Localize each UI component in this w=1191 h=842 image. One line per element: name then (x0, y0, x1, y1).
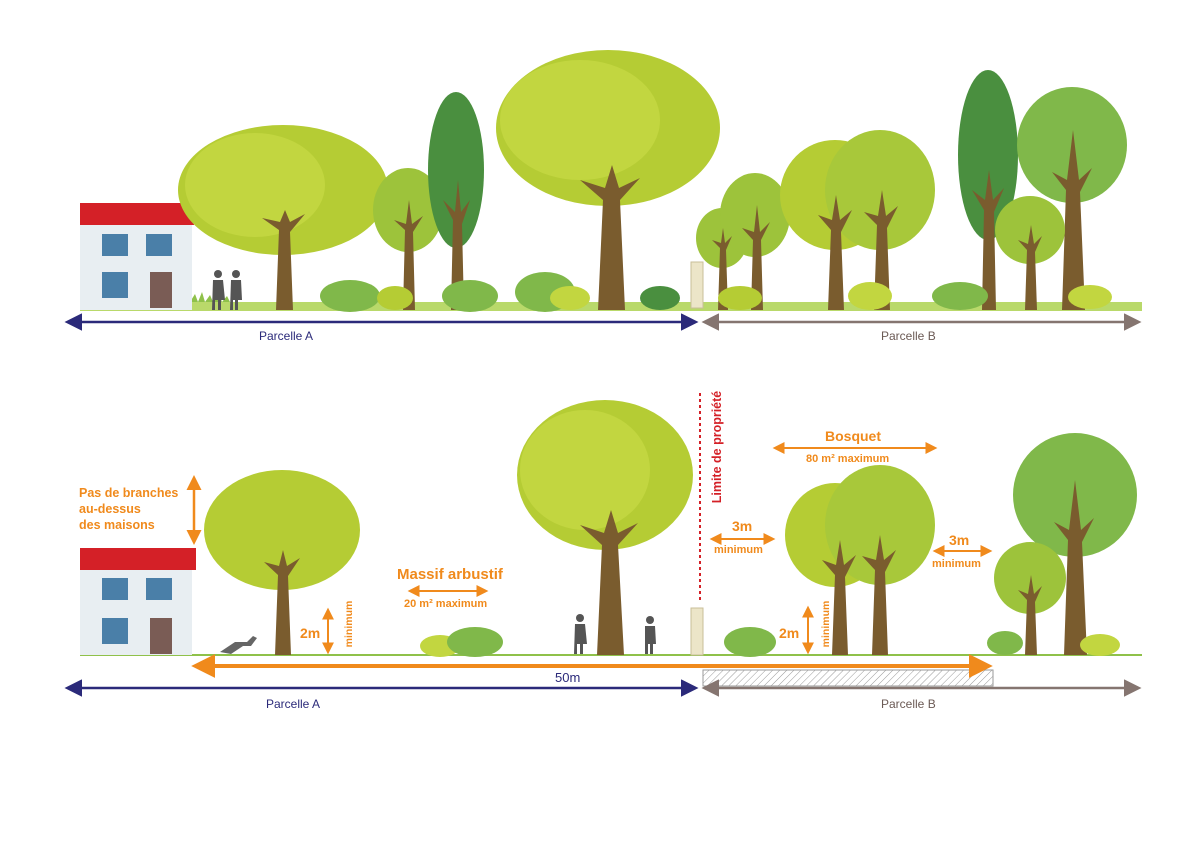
people-bottom (574, 614, 656, 654)
shrubs-bottom (420, 627, 1120, 657)
shrubs-top (320, 272, 1112, 312)
top-scene (64, 50, 1142, 331)
property-limit-label: Limite de propriété (710, 390, 724, 504)
wall-post-top (690, 261, 704, 309)
tree-bottom-2 (517, 400, 693, 655)
tree-bottom-bosquet (785, 465, 935, 655)
tree-top-3 (428, 92, 484, 310)
distance-3m-right: 3m (949, 532, 970, 548)
distance-3m-left: 3m (732, 518, 753, 534)
branches-note-line-1: Pas de branches (79, 486, 179, 500)
massif-title: Massif arbustif (397, 566, 503, 583)
parcel-b-label-top: Parcelle B (881, 329, 936, 343)
people-top (212, 270, 242, 310)
tree-top-5 (696, 173, 790, 310)
tree-top-8 (995, 87, 1127, 310)
height-2m-right-sub: minimum (820, 600, 832, 648)
tree-bottom-1 (204, 470, 360, 655)
person-lounging (220, 636, 257, 654)
massif-sub: 20 m² maximum (404, 598, 488, 610)
house-bottom (80, 548, 196, 655)
height-2m-right: 2m (779, 625, 800, 641)
tree-top-7 (958, 70, 1018, 310)
branches-note: Pas de branches au-dessus des maisons (79, 485, 178, 533)
hatched-strip (702, 669, 994, 687)
distance-3m-right-sub: minimum (932, 558, 981, 570)
parcel-a-label-bottom: Parcelle A (266, 697, 321, 711)
bosquet-title: Bosquet (825, 428, 881, 444)
tree-top-6 (780, 130, 935, 310)
branches-note-line-3: des maisons (79, 518, 155, 532)
house-top (80, 203, 194, 310)
bottom-scene (64, 393, 1142, 697)
height-2m-left-sub: minimum (343, 600, 355, 648)
tree-top-2 (373, 168, 443, 310)
height-2m-left: 2m (300, 625, 321, 641)
distance-3m-left-sub: minimum (714, 544, 763, 556)
tree-bottom-right (994, 433, 1137, 655)
parcel-b-label-bottom: Parcelle B (881, 697, 936, 711)
bosquet-sub: 80 m² maximum (806, 453, 890, 465)
tree-top-1 (178, 125, 388, 310)
branches-note-line-2: au-dessus (79, 502, 141, 516)
parcel-a-label-top: Parcelle A (259, 329, 314, 343)
tree-top-4 (496, 50, 720, 310)
distance-50m: 50m (555, 670, 581, 685)
wall-post-bottom (690, 607, 704, 656)
